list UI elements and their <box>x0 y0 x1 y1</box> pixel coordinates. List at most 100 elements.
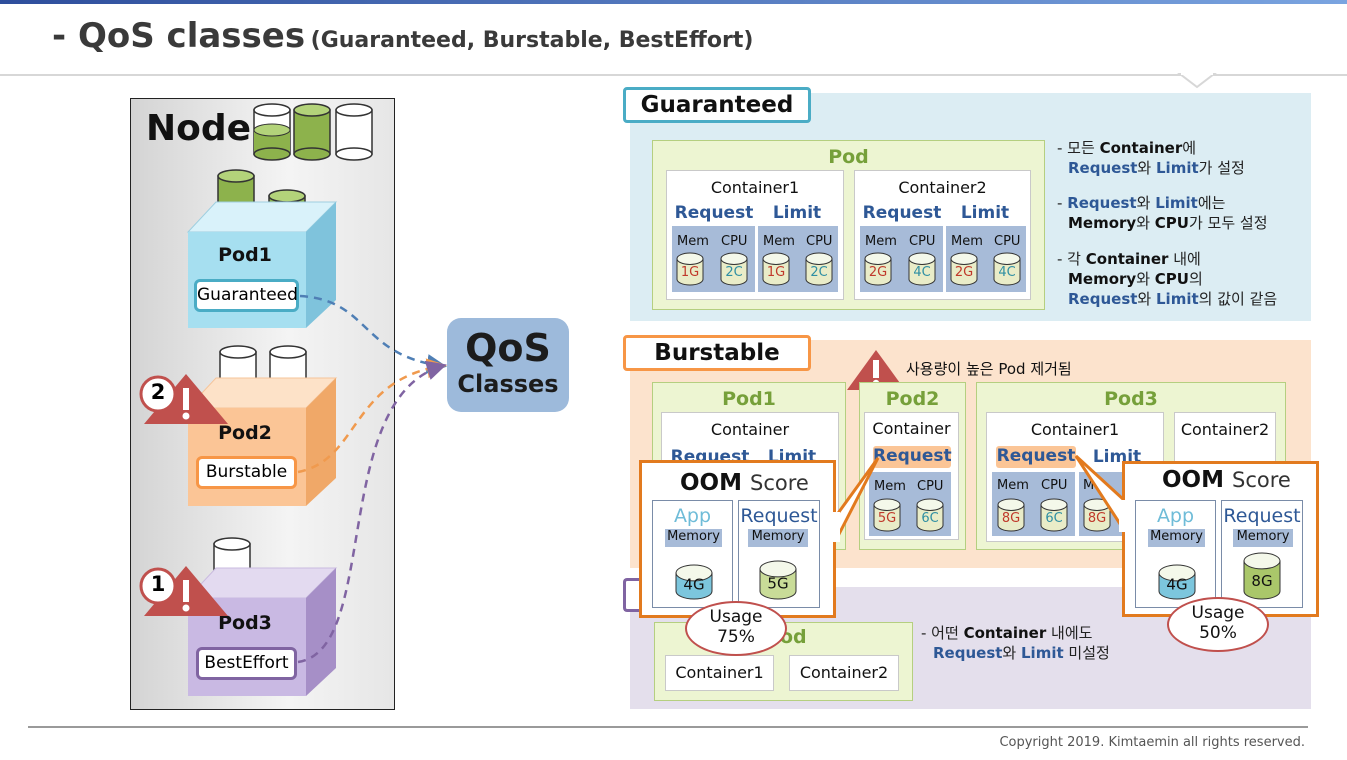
mem-label-partial: M <box>1083 478 1095 493</box>
container-name: Container1 <box>1030 420 1120 439</box>
badge-circle <box>139 567 177 605</box>
header-divider <box>0 74 1347 76</box>
node-label: Node <box>146 108 252 149</box>
container-name: Container2 <box>1180 420 1270 439</box>
cpu-label: CPU <box>994 234 1021 249</box>
oom-pointer-join <box>832 512 840 542</box>
cylinder-value: 8G <box>1251 572 1272 590</box>
desc-line: - 각 Container 내에 <box>1057 250 1201 268</box>
limit-label: Limit <box>772 203 822 223</box>
oom-title: OOM Score <box>1162 467 1291 493</box>
burstable-warning-text: 사용량이 높은 Pod 제거됨 <box>906 360 1072 378</box>
cylinder-icon <box>293 103 331 161</box>
cpu-label: CPU <box>721 234 748 249</box>
desc-line: - 어떤 Container 내에도 <box>921 624 1093 642</box>
cylinder-value: 2G <box>869 265 887 280</box>
cylinder-value: 2C <box>810 265 827 280</box>
cylinder-value: 8G <box>1088 511 1106 526</box>
pod1-name: Pod1 <box>218 244 272 266</box>
cylinder-icon <box>253 103 291 161</box>
cpu-label: CPU <box>1041 478 1068 493</box>
request-label: Request <box>674 203 754 223</box>
pod-name: Pod1 <box>722 388 776 410</box>
title-sub: (Guaranteed, Burstable, BestEffort) <box>310 28 754 53</box>
oom-app-label: App <box>1156 505 1195 527</box>
eviction-order-1: 1 <box>150 572 166 596</box>
cylinder-value: 4G <box>683 575 704 593</box>
cylinder-value: 2C <box>725 265 742 280</box>
request-label-highlighted: Request <box>873 446 952 468</box>
usage-ellipse-left: Usage 75% <box>685 601 787 656</box>
memory-tag: Memory <box>748 529 808 547</box>
pod2-qos-label: Burstable <box>196 456 297 489</box>
cylinder-value: 4C <box>998 265 1015 280</box>
oom-request-label: Request <box>740 505 818 527</box>
qos-center-line1: QoS <box>465 326 551 370</box>
desc-line: - Request와 Limit에는 <box>1057 194 1226 212</box>
pod3-name: Pod3 <box>218 612 272 634</box>
resource-cylinder-icon: 2G <box>864 252 892 286</box>
guaranteed-description: - 모든 Container에 Request와 Limit가 설정 - Req… <box>1057 138 1307 309</box>
pod-name: Pod2 <box>885 388 940 410</box>
eviction-warning-2 <box>139 374 228 424</box>
resource-cylinder-icon: 4G <box>1158 564 1196 600</box>
cylinder-value: 6C <box>1045 511 1062 526</box>
pod3-qos-label: BestEffort <box>196 647 297 680</box>
desc-line: Memory와 CPU의 <box>1068 270 1203 288</box>
page-title: - QoS classes (Guaranteed, Burstable, Be… <box>52 16 753 56</box>
mem-label: Mem <box>763 234 795 249</box>
mem-label: Mem <box>677 234 709 249</box>
resource-cylinder-icon: 2C <box>720 252 748 286</box>
resource-cylinder-icon: 8G <box>1243 552 1281 600</box>
node-capacity-icon <box>253 103 373 161</box>
request-label: Request <box>862 203 942 223</box>
besteffort-container2: Container2 <box>789 655 899 691</box>
oom-request-label: Request <box>1223 505 1301 527</box>
besteffort-container1: Container1 <box>665 655 774 691</box>
cylinder-value: 1G <box>767 265 785 280</box>
desc-line: Request와 Limit의 값이 같음 <box>1068 290 1278 308</box>
badge-circle <box>139 375 177 413</box>
memory-tag: Memory <box>665 529 722 547</box>
desc-line: Memory와 CPU가 모두 설정 <box>1068 214 1268 232</box>
cylinder-icon <box>335 103 373 161</box>
footer-divider <box>28 726 1308 728</box>
container-name: Container <box>710 420 790 439</box>
memory-tag: Memory <box>1233 529 1293 547</box>
cylinder-value: 5G <box>878 511 896 526</box>
title-main: - QoS classes <box>52 16 306 56</box>
limit-label: Limit <box>960 203 1010 223</box>
mem-label: Mem <box>997 478 1029 493</box>
qos-center-line2: Classes <box>457 370 559 398</box>
resource-cylinder-icon: 4C <box>908 252 936 286</box>
eviction-order-2: 2 <box>150 380 166 404</box>
cpu-label: CPU <box>917 479 944 494</box>
cylinder-value: 4G <box>1166 575 1187 593</box>
desc-line: Request와 Limit 미설정 <box>933 644 1110 662</box>
usage-ellipse-right: Usage 50% <box>1167 597 1269 652</box>
resource-cylinder-icon: 8G <box>1083 498 1111 532</box>
besteffort-description: - 어떤 Container 내에도 Request와 Limit 미설정 <box>921 623 1181 663</box>
cylinder-value: 8G <box>1002 511 1020 526</box>
resource-cylinder-icon: 6C <box>916 498 944 532</box>
resource-cylinder-icon: 2G <box>950 252 978 286</box>
container-name: Container1 <box>710 178 800 197</box>
resource-cylinder-icon: 5G <box>759 560 797 600</box>
mem-label: Mem <box>874 479 906 494</box>
qos-classes-box: QoS Classes <box>447 318 569 412</box>
container-name: Container <box>872 419 951 438</box>
desc-line: - 모든 Container에 <box>1057 139 1197 157</box>
cylinder-value: 1G <box>681 265 699 280</box>
oom-pointer-join <box>1119 500 1127 532</box>
oom-app-box <box>1135 500 1216 608</box>
burstable-title: Burstable <box>623 335 811 371</box>
mem-label: Mem <box>951 234 983 249</box>
resource-cylinder-icon: 4C <box>993 252 1021 286</box>
memory-tag: Memory <box>1148 529 1205 547</box>
request-label-highlighted: Request <box>996 446 1076 468</box>
pod-name: Pod3 <box>1104 388 1158 410</box>
resource-cylinder-icon: 1G <box>762 252 790 286</box>
